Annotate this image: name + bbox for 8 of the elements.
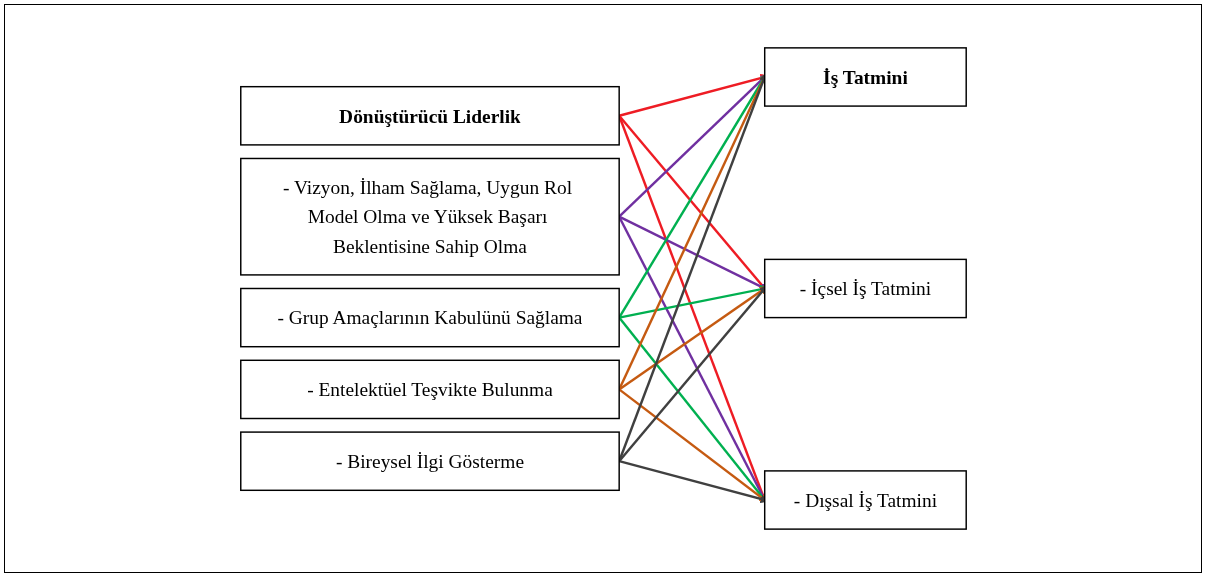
node-box: İş Tatmini [763, 47, 967, 107]
node-box: - Entelektüel Teşvikte Bulunma [239, 359, 620, 420]
node-box: - Grup Amaçlarının Kabulünü Sağlama [239, 287, 620, 348]
node-box: - Vizyon, İlham Sağlama, Uygun Rol Model Olma ve Yüksek Başarı Beklentisine Sahip Olma [239, 157, 620, 276]
node-box: - Bireysel İlgi Gösterme [239, 431, 620, 492]
node-box: Dönüştürücü Liderlik [239, 85, 620, 146]
node-box: - Dışsal İş Tatmini [763, 470, 967, 530]
node-box: - İçsel İş Tatmini [763, 258, 967, 319]
